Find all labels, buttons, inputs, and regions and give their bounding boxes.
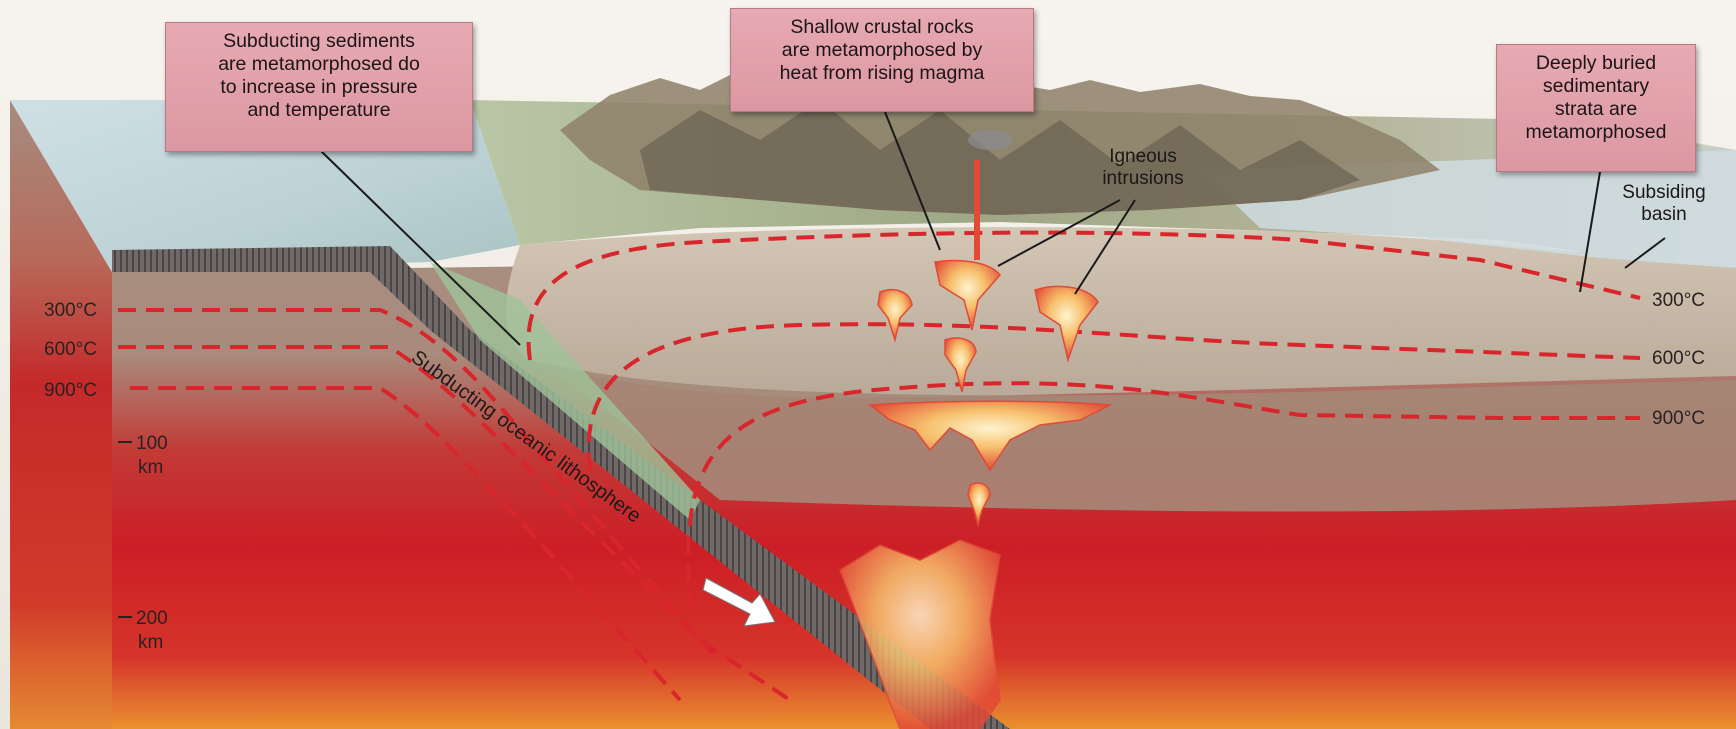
callout-line: strata are xyxy=(1507,98,1685,121)
callout-line: Subducting sediments xyxy=(176,30,462,53)
depth-label-200-unit: km xyxy=(138,632,163,653)
continental-crust-section xyxy=(506,227,1736,398)
isotherm-label-left-600: 600°C xyxy=(44,339,97,360)
callout-line: to increase in pressure xyxy=(176,76,462,99)
label-line: basin xyxy=(1604,204,1724,226)
callout-line: and temperature xyxy=(176,99,462,122)
callout-line: heat from rising magma xyxy=(741,62,1023,85)
depth-label-100-unit: km xyxy=(138,457,163,478)
callout-subducting-sediments: Subducting sediments are metamorphosed d… xyxy=(165,22,473,152)
callout-line: metamorphosed xyxy=(1507,121,1685,144)
volcanic-conduit xyxy=(974,160,980,260)
isotherm-label-left-300: 300°C xyxy=(44,300,97,321)
oceanic-plate-edge xyxy=(112,250,372,272)
callout-line: Deeply buried xyxy=(1507,52,1685,75)
label-line: intrusions xyxy=(1078,168,1208,190)
callout-shallow-crustal-rocks: Shallow crustal rocks are metamorphosed … xyxy=(730,8,1034,112)
label-igneous-intrusions: Igneous intrusions xyxy=(1078,146,1208,190)
depth-label-100-value: 100 xyxy=(136,433,168,454)
isotherm-label-right-900: 900°C xyxy=(1652,408,1705,429)
label-subsiding-basin: Subsiding basin xyxy=(1604,182,1724,226)
isotherm-label-right-600: 600°C xyxy=(1652,348,1705,369)
depth-label-200-value: 200 xyxy=(136,608,168,629)
volcanic-plume xyxy=(968,130,1012,150)
label-line: Igneous xyxy=(1078,146,1208,168)
callout-line: Shallow crustal rocks xyxy=(741,16,1023,39)
callout-line: are metamorphosed by xyxy=(741,39,1023,62)
isotherm-label-left-900: 900°C xyxy=(44,380,97,401)
label-line: Subsiding xyxy=(1604,182,1724,204)
callout-deeply-buried-strata: Deeply buried sedimentary strata are met… xyxy=(1496,44,1696,172)
callout-line: sedimentary xyxy=(1507,75,1685,98)
callout-line: are metamorphosed do xyxy=(176,53,462,76)
isotherm-label-right-300: 300°C xyxy=(1652,290,1705,311)
